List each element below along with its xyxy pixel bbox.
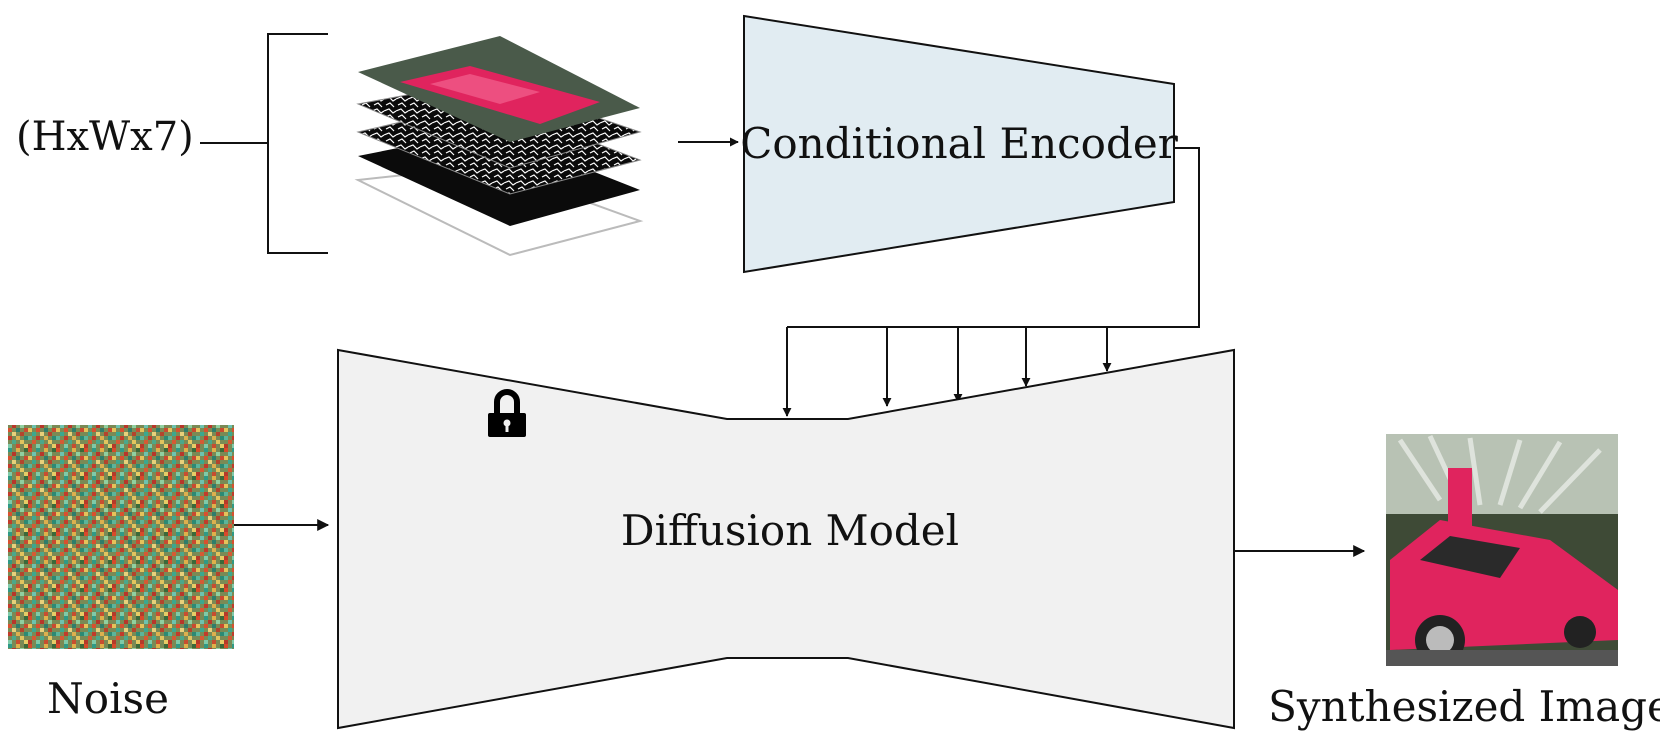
noise-image [8, 425, 234, 649]
noise-label: Noise [47, 674, 169, 723]
input-shape-label: (HxWx7) [16, 114, 194, 160]
encoder-output-line [787, 147, 1200, 328]
conditional-encoder-label: Conditional Encoder [740, 119, 1179, 168]
lock-icon [488, 389, 526, 437]
diffusion-model-label: Diffusion Model [621, 506, 959, 555]
diffusion-model-block [337, 348, 1235, 730]
conditional-input-stack [354, 36, 644, 257]
conditional-encoder-block [743, 14, 1175, 274]
input-bracket [200, 33, 328, 254]
encoder-injection-arrows [782, 327, 1112, 417]
synthesized-image [1386, 434, 1618, 666]
synthesized-image-label: Synthesized Image [1268, 682, 1660, 731]
